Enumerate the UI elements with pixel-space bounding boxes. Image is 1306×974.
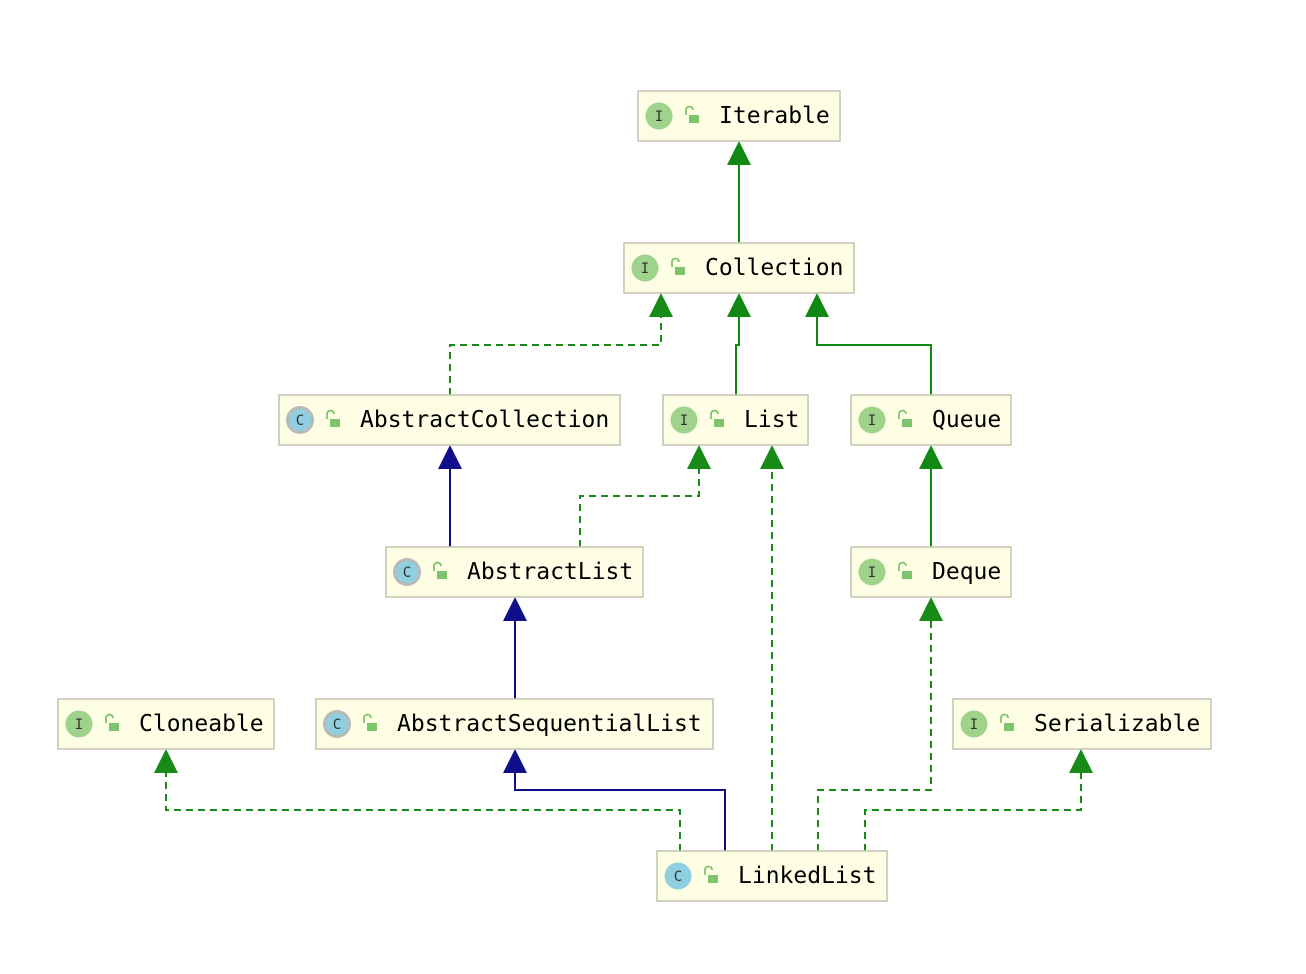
node-iterable[interactable]: I Iterable (637, 90, 841, 142)
node-collection[interactable]: I Collection (623, 242, 855, 294)
node-box (623, 242, 855, 294)
badge-letter: C (333, 717, 341, 733)
edge-linkedlist-to-cloneable (154, 749, 681, 851)
node-cloneable[interactable]: I Cloneable (57, 698, 275, 750)
unlocked-lock-icon (898, 409, 912, 427)
badge-letter: I (970, 717, 978, 733)
node-label: Queue (932, 407, 1001, 433)
arrowhead (727, 293, 751, 317)
node-box (315, 698, 714, 750)
edge-linkedlist-to-deque (817, 597, 943, 851)
edge-queue-to-collection (805, 293, 932, 395)
edge-abstractlist-to-list (579, 445, 711, 547)
edge-line (735, 317, 740, 395)
edge-linkedlist-to-list (760, 445, 784, 851)
arrowhead (649, 293, 673, 317)
node-serializable[interactable]: I Serializable (952, 698, 1212, 750)
node-abstractlist[interactable]: C AbstractList (385, 546, 644, 598)
unlocked-lock-icon (433, 561, 447, 579)
node-list[interactable]: I List (662, 394, 809, 446)
unlocked-lock-icon (671, 257, 685, 275)
node-label: AbstractSequentialList (397, 711, 702, 737)
edge-abstractlist-to-abstractcollection (438, 445, 462, 547)
interface-icon: I (858, 558, 886, 586)
arrowhead (919, 597, 943, 621)
node-box (656, 850, 888, 902)
node-deque[interactable]: I Deque (850, 546, 1012, 598)
class-icon: C (664, 862, 692, 890)
unlocked-lock-icon (898, 561, 912, 579)
node-box (952, 698, 1212, 750)
class-icon: C (323, 710, 351, 738)
badge-letter: I (868, 413, 876, 429)
class-icon: C (393, 558, 421, 586)
node-box (385, 546, 644, 598)
unlocked-lock-icon (363, 713, 377, 731)
edge-deque-to-queue (919, 445, 943, 547)
node-label: Deque (932, 559, 1001, 585)
node-label: AbstractList (467, 559, 633, 585)
unlocked-lock-icon (685, 105, 699, 123)
edge-collection-to-iterable (727, 141, 751, 243)
arrowhead (503, 749, 527, 773)
node-box (57, 698, 275, 750)
badge-letter: C (296, 413, 304, 429)
arrowhead (687, 445, 711, 469)
unlocked-lock-icon (710, 409, 724, 427)
node-queue[interactable]: I Queue (850, 394, 1012, 446)
edge-line (817, 621, 932, 851)
arrowhead (805, 293, 829, 317)
node-abstractcollection[interactable]: C AbstractCollection (278, 394, 621, 446)
badge-letter: I (868, 565, 876, 581)
edge-abstractsequentiallist-to-abstractlist (503, 597, 527, 699)
edge-linkedlist-to-serializable (864, 749, 1093, 851)
edge-line (579, 469, 700, 547)
unlocked-lock-icon (1000, 713, 1014, 731)
node-linkedlist[interactable]: C LinkedList (656, 850, 888, 902)
edge-line (514, 773, 726, 851)
unlocked-lock-icon (326, 409, 340, 427)
edge-abstractcollection-to-collection (449, 293, 673, 395)
arrowhead (154, 749, 178, 773)
unlocked-lock-icon (704, 865, 718, 883)
node-label: LinkedList (738, 863, 876, 889)
badge-letter: I (75, 717, 83, 733)
badge-letter: C (403, 565, 411, 581)
arrowhead (503, 597, 527, 621)
unlocked-lock-icon (105, 713, 119, 731)
badge-letter: C (674, 869, 682, 885)
node-label: Collection (705, 255, 843, 281)
badge-letter: I (655, 109, 663, 125)
edge-linkedlist-to-abstractsequentiallist (503, 749, 726, 851)
arrowhead (438, 445, 462, 469)
node-label: List (744, 407, 799, 433)
arrowhead (1069, 749, 1093, 773)
edge-list-to-collection (727, 293, 751, 395)
node-label: Cloneable (139, 711, 264, 737)
edge-line (165, 773, 681, 851)
interface-icon: I (858, 406, 886, 434)
edge-line (816, 317, 932, 395)
node-abstractsequentiallist[interactable]: C AbstractSequentialList (315, 698, 714, 750)
edges-layer (154, 141, 1093, 851)
arrowhead (727, 141, 751, 165)
badge-letter: I (680, 413, 688, 429)
arrowhead (919, 445, 943, 469)
arrowhead (760, 445, 784, 469)
interface-icon: I (670, 406, 698, 434)
edge-line (864, 773, 1082, 851)
interface-icon: I (65, 710, 93, 738)
interface-icon: I (960, 710, 988, 738)
class-icon: C (286, 406, 314, 434)
node-label: Serializable (1034, 711, 1200, 737)
node-label: Iterable (719, 103, 830, 129)
interface-icon: I (631, 254, 659, 282)
badge-letter: I (641, 261, 649, 277)
node-label: AbstractCollection (360, 407, 609, 433)
interface-icon: I (645, 102, 673, 130)
edge-line (449, 317, 662, 395)
